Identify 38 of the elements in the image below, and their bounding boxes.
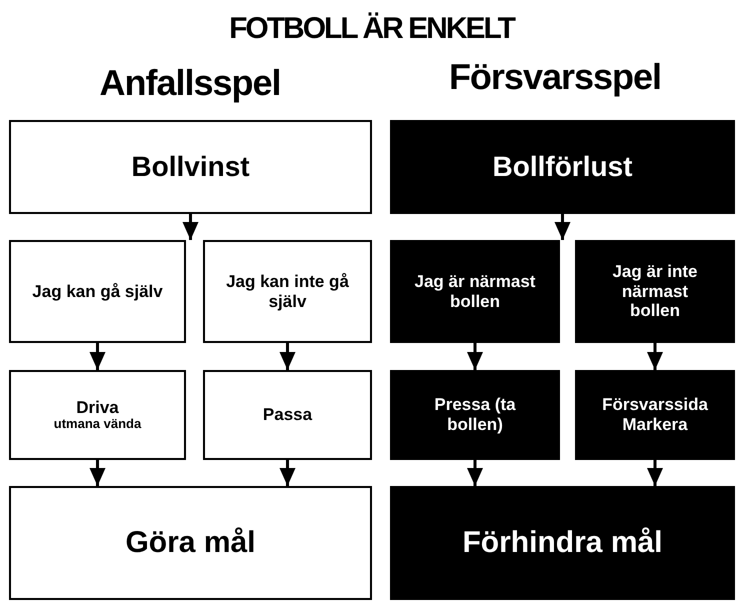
process-box — [390, 240, 560, 343]
process-box — [203, 370, 372, 460]
box-text: Bollvinst — [131, 150, 250, 184]
box-text: Jag kan gå själv — [32, 282, 163, 302]
arrow — [467, 343, 483, 370]
process-box — [390, 370, 560, 460]
box-text: Jag kan inte gå själv — [225, 272, 350, 312]
arrow — [554, 214, 570, 240]
process-box — [390, 486, 735, 600]
arrow — [182, 214, 198, 240]
arrow — [280, 460, 296, 486]
box-text: Passa — [262, 405, 312, 425]
process-box — [9, 240, 186, 343]
box-text: Förhindra mål — [462, 526, 663, 560]
arrow — [90, 343, 106, 370]
arrow — [467, 460, 483, 486]
column-heading: Anfallsspel — [98, 62, 282, 104]
process-box — [203, 240, 372, 343]
process-box — [9, 486, 372, 600]
process-box — [9, 120, 372, 214]
box-text: Försvarssida Markera — [601, 395, 709, 435]
arrow — [90, 460, 106, 486]
box-text: utmana vända — [54, 417, 142, 432]
arrow — [647, 460, 663, 486]
process-box — [575, 370, 735, 460]
box-text: Jag är inte närmast bollen — [611, 262, 699, 321]
diagram-title: FOTBOLL ÄR ENKELT — [228, 12, 516, 46]
box-text: Driva — [76, 398, 119, 418]
process-box — [390, 120, 735, 214]
box-text: Göra mål — [125, 526, 256, 560]
box-text: Jag är närmast bollen — [414, 272, 536, 312]
box-text: Pressa (ta bollen) — [433, 395, 517, 435]
arrow — [647, 343, 663, 370]
process-box — [575, 240, 735, 343]
box-text: Bollförlust — [492, 150, 632, 184]
arrow — [280, 343, 296, 370]
process-box — [9, 370, 186, 460]
column-heading: Försvarsspel — [448, 56, 662, 98]
